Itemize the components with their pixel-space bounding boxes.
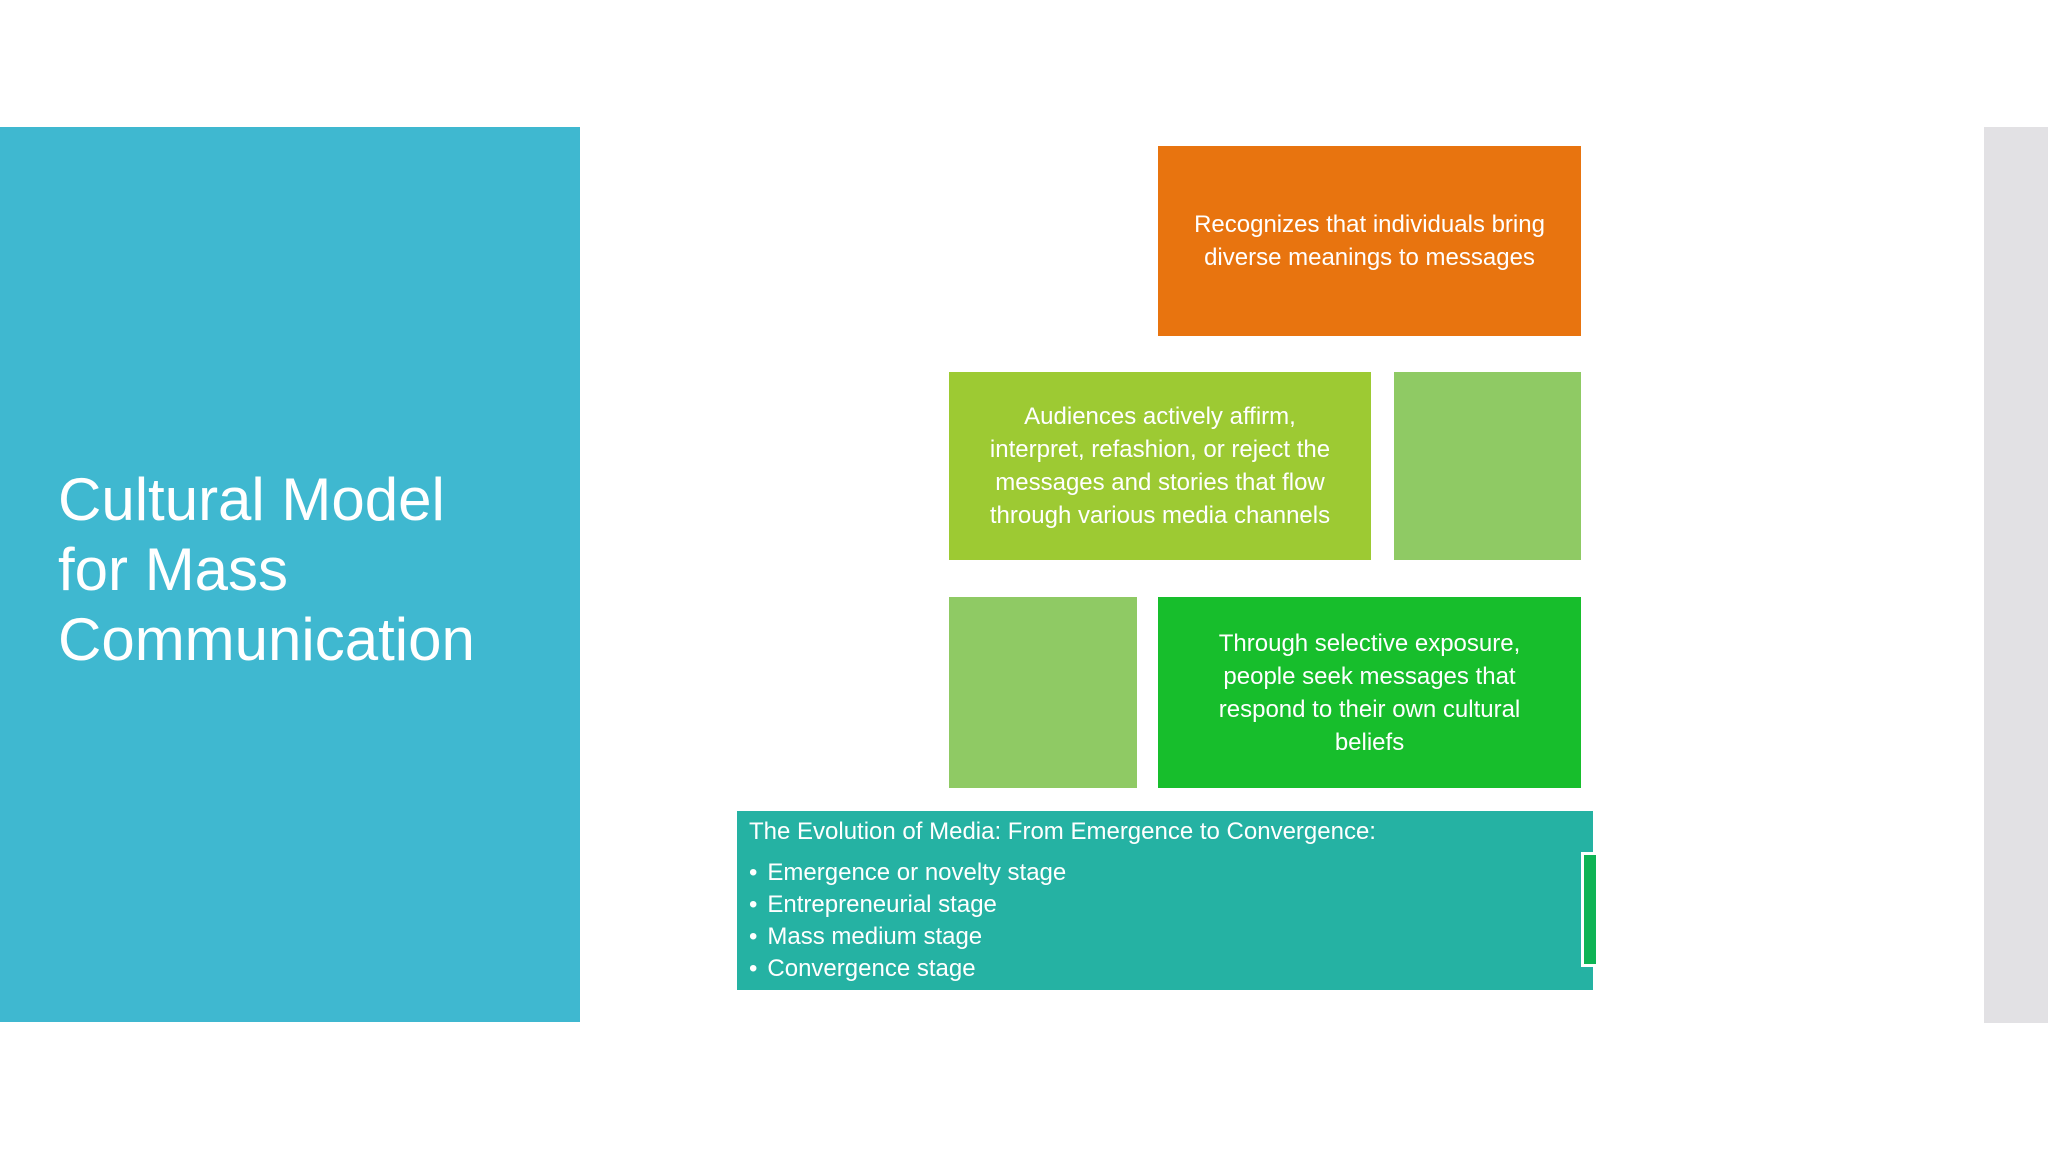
box-audiences-interpret-text: Audiences actively affirm, interpret, re… <box>989 403 1331 529</box>
evolution-bullet-1-text: Emergence or novelty stage <box>767 859 1067 886</box>
box-diverse-meanings-text: Recognizes that individuals bring divers… <box>1194 211 1545 271</box>
right-edge-strip <box>1984 127 2048 1023</box>
evolution-bullet-3: Mass medium stage <box>749 921 1581 953</box>
evolution-heading: The Evolution of Media: From Emergence t… <box>749 818 1376 845</box>
box-audiences-interpret: Audiences actively affirm, interpret, re… <box>949 372 1371 560</box>
box-selective-exposure: Through selective exposure, people seek … <box>1158 597 1581 788</box>
box-spacer-lower <box>949 597 1137 788</box>
evolution-bullet-3-text: Mass medium stage <box>767 923 983 950</box>
box-selective-exposure-text: Through selective exposure, people seek … <box>1218 629 1521 756</box>
evolution-bullet-4: Convergence stage <box>749 953 1581 985</box>
box-diverse-meanings: Recognizes that individuals bring divers… <box>1158 146 1581 336</box>
box-evolution-of-media: The Evolution of Media: From Emergence t… <box>737 811 1593 990</box>
evolution-bullet-1: Emergence or novelty stage <box>749 857 1581 889</box>
title-panel: Cultural Model for Mass Communication <box>0 127 580 1022</box>
evolution-bullet-2: Entrepreneurial stage <box>749 889 1581 921</box>
green-accent-bar <box>1581 852 1599 967</box>
evolution-bullet-list: Emergence or novelty stage Entrepreneuri… <box>749 857 1581 985</box>
box-spacer-upper <box>1394 372 1581 560</box>
evolution-bullet-2-text: Entrepreneurial stage <box>767 891 997 918</box>
slide-title: Cultural Model for Mass Communication <box>58 466 475 673</box>
evolution-bullet-4-text: Convergence stage <box>767 955 976 982</box>
